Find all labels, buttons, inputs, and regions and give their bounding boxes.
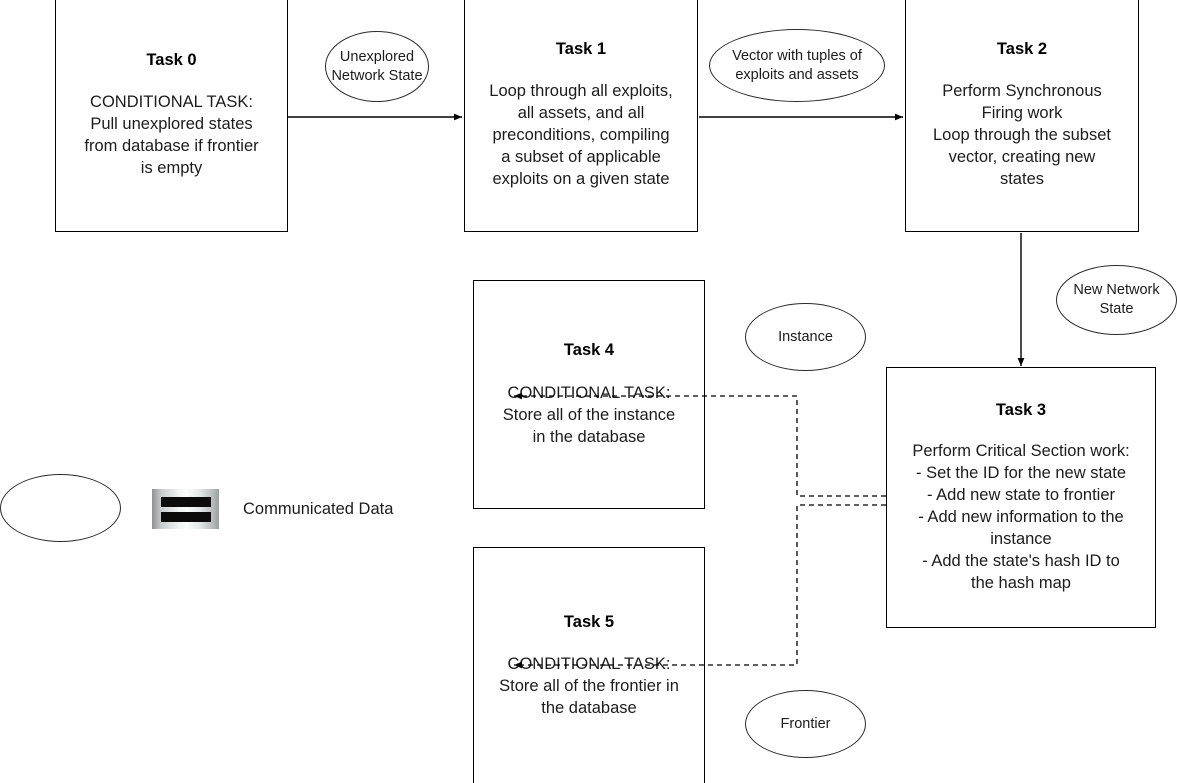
node-task4[interactable]: Task 4 CONDITIONAL TASK: Store all of th… xyxy=(473,280,705,509)
node-task3-title: Task 3 xyxy=(995,401,1047,420)
node-task3-body: Perform Critical Section work: - Set the… xyxy=(912,442,1130,592)
node-task5-title: Task 5 xyxy=(563,612,615,631)
node-task1-body: Loop through all exploits, all assets, a… xyxy=(489,82,673,189)
equals-icon xyxy=(152,489,219,529)
node-task4-body: CONDITIONAL TASK: Store all of the insta… xyxy=(502,383,676,446)
legend-label: Communicated Data xyxy=(243,500,394,518)
node-task3[interactable]: Task 3 Perform Critical Section work: - … xyxy=(886,367,1156,628)
node-task0[interactable]: Task 0 CONDITIONAL TASK: Pull unexplored… xyxy=(55,0,288,232)
node-task2[interactable]: Task 2 Perform Synchronous Firing work L… xyxy=(905,0,1139,232)
node-task1[interactable]: Task 1 Loop through all exploits, all as… xyxy=(464,0,698,232)
legend-ellipse-icon xyxy=(0,474,121,542)
node-task0-body: CONDITIONAL TASK: Pull unexplored states… xyxy=(84,93,259,178)
node-task0-title: Task 0 xyxy=(146,50,197,69)
equals-bar-bottom xyxy=(160,511,211,522)
node-task1-title: Task 1 xyxy=(555,39,607,58)
node-task2-title: Task 2 xyxy=(996,39,1048,58)
data-label-unexplored-network-state[interactable]: Unexplored Network State xyxy=(325,31,429,102)
data-label-instance[interactable]: Instance xyxy=(745,303,866,371)
data-label-vector-tuples[interactable]: Vector with tuples of exploits and asset… xyxy=(709,29,885,102)
node-task5-body: CONDITIONAL TASK: Store all of the front… xyxy=(499,655,679,718)
data-label-new-network-state[interactable]: New Network State xyxy=(1056,265,1177,335)
node-task4-title: Task 4 xyxy=(563,341,615,360)
data-label-frontier[interactable]: Frontier xyxy=(745,690,866,758)
node-task5[interactable]: Task 5 CONDITIONAL TASK: Store all of th… xyxy=(473,547,705,783)
node-task2-body: Perform Synchronous Firing work Loop thr… xyxy=(933,82,1111,189)
equals-bar-top xyxy=(160,496,211,507)
